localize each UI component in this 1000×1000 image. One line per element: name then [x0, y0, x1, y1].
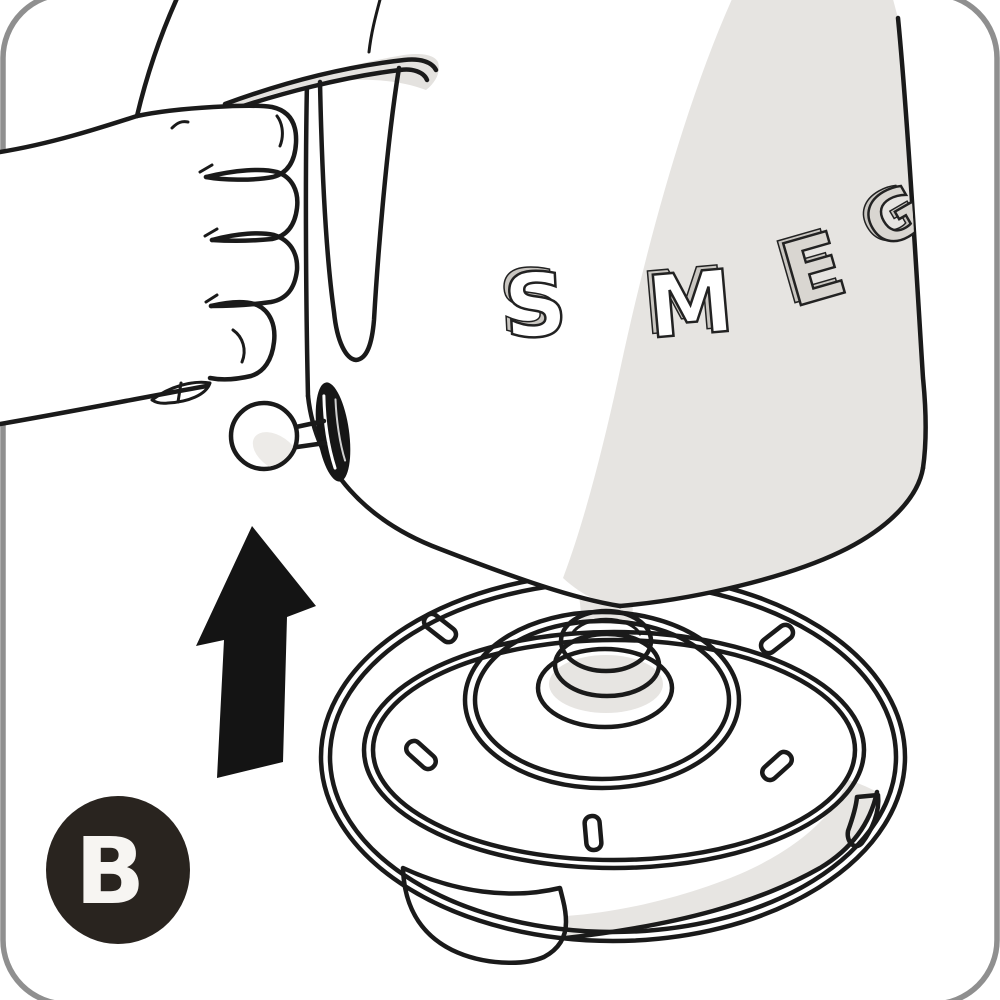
power-switch-lever: [228, 382, 351, 482]
pinky-curl-line: [231, 328, 246, 364]
logo-letter-m: M M: [637, 247, 738, 360]
thumb-crease: [176, 381, 183, 404]
knuckle-crease: [203, 227, 219, 238]
connector-shadow: [549, 655, 663, 713]
middle-finger: [203, 167, 300, 243]
connector-collar: [535, 646, 675, 730]
vent-slots: [403, 611, 796, 853]
base-mid-ring-inner-line: [370, 637, 858, 863]
step-badge-circle: [46, 796, 190, 944]
connector-lower-disc: [552, 631, 662, 699]
vent-slot: [582, 813, 604, 853]
knuckle-crease: [204, 293, 219, 304]
letter-s-extrusion: S: [496, 249, 565, 355]
hand-fill: [0, 106, 297, 424]
up-arrow-icon: [196, 526, 316, 778]
letter-m-extrusion: M: [638, 248, 732, 355]
hand: [0, 0, 300, 427]
vent-slot: [758, 622, 796, 656]
index-fingernail-line: [275, 114, 284, 148]
index-finger: [134, 103, 299, 182]
letter-m: M: [643, 252, 737, 359]
base-inner-ring-inner-line: [472, 618, 732, 782]
power-connector: [535, 608, 675, 730]
kettle-lid-line: [367, 0, 382, 54]
knuckle-crease: [198, 163, 214, 174]
kettle-right-edge: [895, 15, 928, 471]
lever-stem-bottom: [294, 440, 328, 450]
step-badge-label: B: [75, 818, 145, 925]
letter-s: S: [501, 252, 570, 358]
connector-spigot: [558, 608, 654, 674]
handle-cutout: [317, 65, 402, 363]
handle-arc-above-hand: [134, 0, 179, 119]
base-right-foot: [845, 792, 881, 849]
wrist-bottom-line: [0, 383, 210, 427]
handle-bottom-line: [208, 67, 430, 120]
knuckle-crease: [170, 120, 190, 130]
kettle-body: [303, 0, 928, 609]
lever-mount: [315, 382, 351, 482]
kettle-base: [318, 570, 908, 965]
base-left-foot: [400, 865, 569, 965]
kettle-bottom-right-edge: [617, 465, 926, 609]
vent-slot: [421, 611, 459, 645]
logo-letter-s: S S: [495, 248, 571, 360]
base-skirt-edge: [563, 789, 880, 941]
kettle-handle: [198, 54, 439, 363]
logo-letter-e: E E: [764, 209, 858, 329]
vent-slot: [403, 738, 439, 772]
connector-spigot-top-line: [570, 617, 642, 636]
handle-top-line: [222, 57, 439, 107]
vent-slot: [759, 749, 795, 783]
step-badge: B: [46, 796, 190, 944]
pinky-finger: [207, 299, 277, 382]
kettle-side-shading: [563, 0, 926, 606]
wrist-top-line: [0, 113, 140, 155]
kettle-left-edge: [303, 79, 311, 399]
lever-ball-knob: [228, 400, 300, 472]
lever-stem-top: [293, 418, 327, 430]
